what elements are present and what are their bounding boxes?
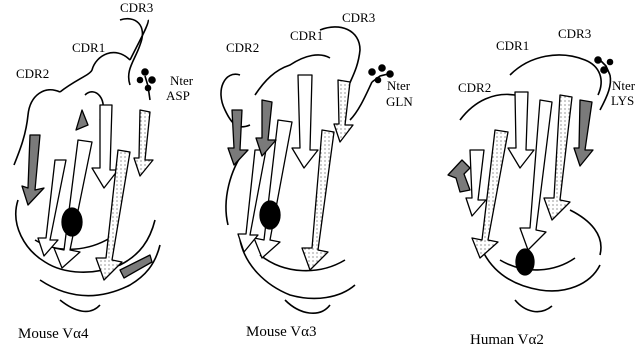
ribbon-structure: [221, 27, 393, 313]
panel-caption: Mouse Vα3: [246, 324, 317, 340]
cdr3-label: CDR3: [120, 0, 153, 15]
cdr1-label: CDR1: [496, 38, 529, 53]
panel-human-va2: CDR1 CDR2 CDR3 Nter LYS Human Vα2: [448, 26, 636, 348]
residue-label: ASP: [166, 88, 190, 103]
beta-strands: [228, 75, 353, 270]
residue-label: GLN: [386, 94, 413, 109]
nter-label: Nter: [612, 78, 636, 93]
cdr1-label: CDR1: [290, 28, 323, 43]
cdr1-label: CDR1: [72, 40, 105, 55]
nter-label: Nter: [170, 73, 194, 88]
cdr2-label: CDR2: [226, 40, 259, 55]
cdr3-label: CDR3: [342, 10, 375, 25]
beta-strands: [22, 105, 153, 280]
panel-caption: Human Vα2: [470, 332, 544, 348]
cdr2-label: CDR2: [458, 80, 491, 95]
panel-caption: Mouse Vα4: [18, 326, 89, 342]
cdr2-label: CDR2: [16, 66, 49, 81]
residue-label: LYS: [611, 93, 634, 108]
beta-strands: [448, 92, 593, 275]
panel-mouse-va3: CDR1 CDR2 CDR3 Nter GLN Mouse Vα3: [221, 10, 413, 340]
cdr3-label: CDR3: [558, 26, 591, 41]
nter-label: Nter: [387, 78, 411, 93]
panel-mouse-va4: CDR1 CDR2 CDR3 Nter ASP Mouse Vα4: [14, 0, 194, 342]
